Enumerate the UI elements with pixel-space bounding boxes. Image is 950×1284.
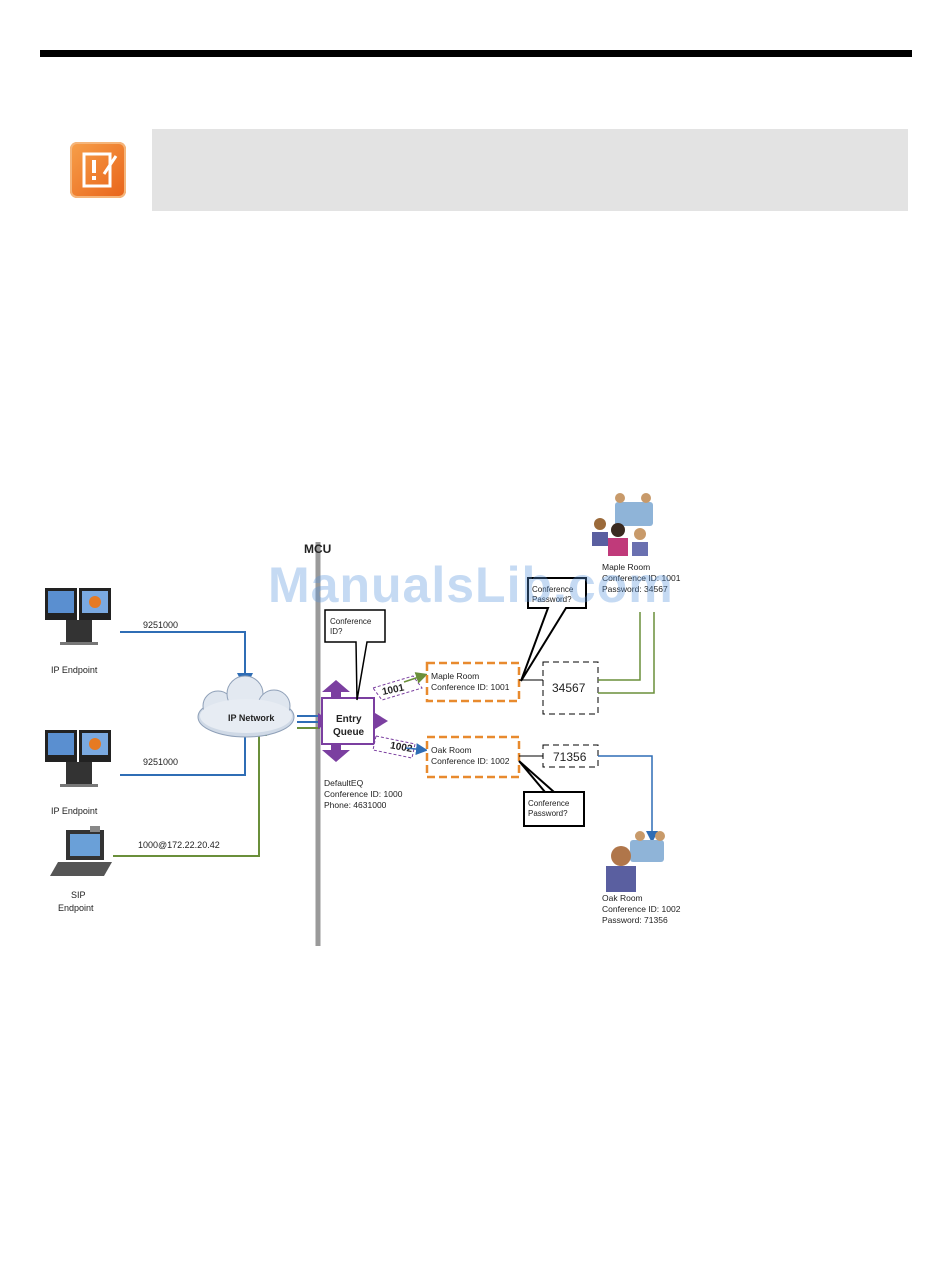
route-1002-tag — [372, 735, 416, 759]
maple-room-box — [425, 661, 521, 703]
maple-participants-password: Password: 34567 — [602, 584, 668, 594]
watermark: ManualsLib.com — [268, 557, 674, 613]
sip-endpoint-label-line1: SIP — [71, 890, 86, 900]
note-box — [152, 129, 908, 211]
oak-password-prompt-line2: Password? — [528, 809, 568, 818]
ip-endpoint-1-dial: 9251000 — [143, 620, 178, 630]
conference-id-prompt-line2: ID? — [330, 627, 343, 636]
ip-endpoint-2-dial: 9251000 — [143, 757, 178, 767]
route-1001-id: 1001 — [381, 682, 405, 697]
note-icon — [70, 142, 126, 198]
route-1001-tag — [372, 675, 423, 701]
ip-network-cloud-icon — [197, 675, 295, 738]
entry-queue-label-line1: Entry — [336, 714, 362, 725]
default-eq-phone: Phone: 4631000 — [324, 800, 387, 810]
oak-password-value: 71356 — [553, 750, 587, 764]
sip-endpoint-label-line2: Endpoint — [58, 903, 94, 913]
top-rule — [40, 50, 912, 57]
ip-endpoint-2-link — [120, 720, 253, 776]
oak-password-prompt-line1: Conference — [528, 799, 570, 808]
mcu-label: MCU — [304, 542, 331, 556]
ip-endpoint-2-icon — [45, 730, 111, 787]
sip-laptop-icon — [50, 826, 112, 876]
maple-password-prompt-balloon — [520, 577, 587, 682]
default-eq-name: DefaultEQ — [324, 778, 364, 788]
maple-participants-room: Maple Room — [602, 562, 650, 572]
ip-network-label: IP Network — [228, 713, 275, 723]
ip-endpoint-2-label: IP Endpoint — [51, 806, 98, 816]
maple-room-participants-icon — [592, 493, 653, 556]
maple-participants-conference-id: Conference ID: 1001 — [602, 573, 681, 583]
ip-endpoint-1-label: IP Endpoint — [51, 665, 98, 675]
maple-password-prompt-line1: Conference — [532, 585, 574, 594]
oak-participants-password: Password: 71356 — [602, 915, 668, 925]
conference-id-prompt-line1: Conference — [330, 617, 372, 626]
entry-queue-diagram: MCU IP Endpoint 9251000 IP Endpoint 9251… — [0, 480, 950, 960]
maple-room-name: Maple Room — [431, 671, 479, 681]
conference-id-prompt-balloon — [324, 609, 386, 701]
oak-room-participants-icon — [606, 831, 665, 892]
maple-room-conference-id: Conference ID: 1001 — [431, 682, 510, 692]
ip-endpoint-1-link — [120, 631, 253, 689]
default-eq-conference-id: Conference ID: 1000 — [324, 789, 403, 799]
maple-password-value: 34567 — [552, 681, 586, 695]
oak-participants-conference-id: Conference ID: 1002 — [602, 904, 681, 914]
oak-room-name: Oak Room — [431, 745, 472, 755]
oak-room-box — [425, 735, 521, 779]
sip-endpoint-dial: 1000@172.22.20.42 — [138, 840, 220, 850]
oak-password-prompt-balloon — [518, 760, 585, 827]
entry-queue — [318, 680, 388, 762]
oak-room-conference-id: Conference ID: 1002 — [431, 756, 510, 766]
oak-participants-room: Oak Room — [602, 893, 643, 903]
maple-password-prompt-line2: Password? — [532, 595, 572, 604]
sip-endpoint-link — [113, 720, 267, 857]
route-1002-id: 1002 — [389, 740, 413, 755]
entry-queue-label-line2: Queue — [333, 727, 365, 738]
maple-password-box — [542, 661, 599, 715]
ip-endpoint-1-icon — [45, 588, 111, 645]
